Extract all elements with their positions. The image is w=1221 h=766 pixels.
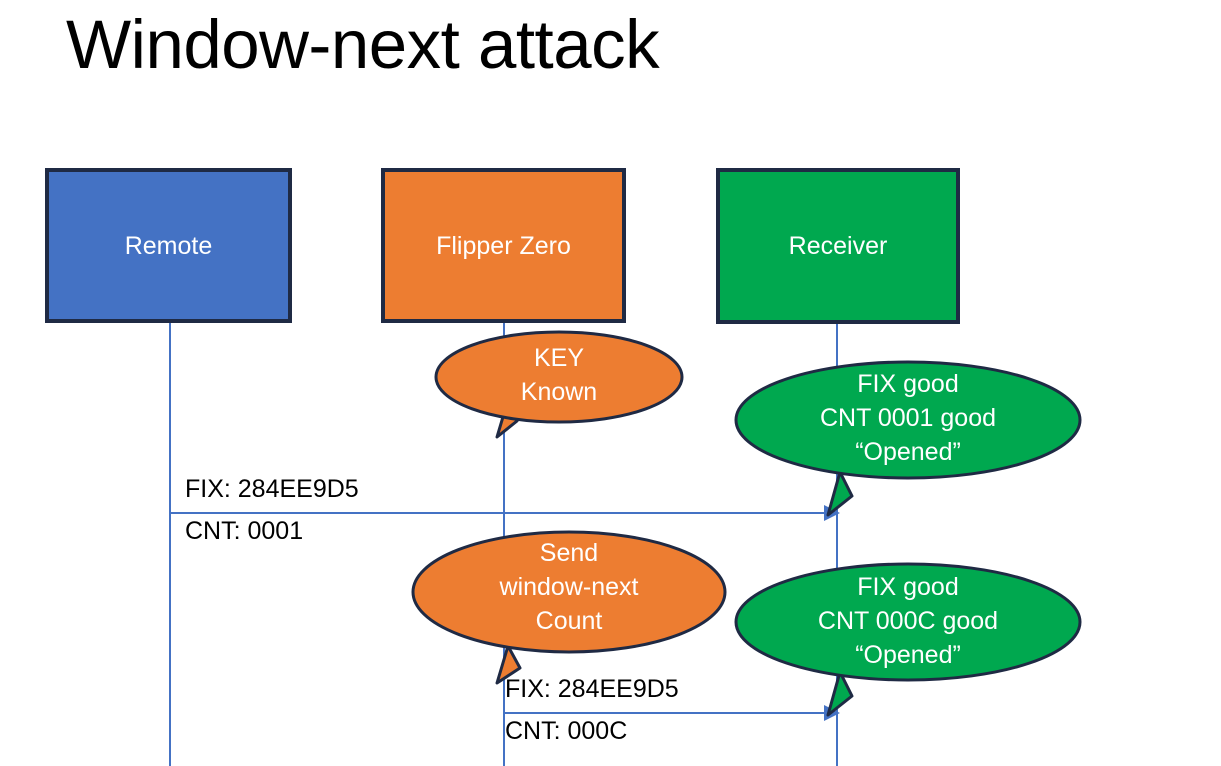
message-label-fix-2: FIX: 284EE9D5 (505, 675, 679, 703)
callout-body-receiver-ok-000C (734, 562, 1082, 682)
callout-key-known[interactable] (434, 330, 684, 439)
callout-tail-send-window-next (495, 644, 522, 685)
callout-body-key-known (434, 330, 684, 424)
callout-line: CNT 000C good (817, 607, 999, 635)
actor-box-remote[interactable] (45, 168, 292, 323)
callout-receiver-ok-0001[interactable] (734, 360, 1082, 517)
message-label-cnt-2: CNT: 000C (505, 717, 628, 745)
page-title: Window-next attack (66, 6, 660, 83)
callout-line: “Opened” (855, 438, 961, 466)
callout-line: Known (520, 378, 598, 406)
callout-line: window-next (499, 573, 639, 601)
actor-label-receiver: Receiver (788, 232, 888, 260)
actor-label-flipper: Flipper Zero (436, 232, 571, 260)
actor-label-remote: Remote (124, 232, 213, 260)
actor-box-flipper[interactable] (381, 168, 626, 323)
callout-line: Count (535, 607, 603, 635)
callout-text-key-known: KEY Known (436, 341, 682, 409)
callout-text-receiver-ok-0001: FIX good CNT 0001 good “Opened” (736, 367, 1080, 469)
callout-body-send-window-next (411, 530, 727, 654)
callout-text-receiver-ok-000C: FIX good CNT 000C good “Opened” (736, 570, 1080, 672)
callout-body-receiver-ok-0001 (734, 360, 1082, 480)
callout-line: Send (539, 539, 599, 567)
message-label-fix-1: FIX: 284EE9D5 (185, 475, 359, 503)
actor-box-receiver[interactable] (716, 168, 960, 324)
callout-line: CNT 0001 good (819, 404, 997, 432)
callout-text-send-window-next: Send window-next Count (413, 536, 725, 638)
callout-send-window-next[interactable] (411, 530, 727, 685)
callout-tail-receiver-ok-0001 (826, 470, 854, 517)
callout-line: “Opened” (855, 641, 961, 669)
callout-line: FIX good (857, 370, 959, 398)
callout-tail-receiver-ok-000C (826, 670, 854, 717)
callout-line: FIX good (857, 573, 959, 601)
callout-line: KEY (533, 344, 585, 372)
callout-receiver-ok-000C[interactable] (734, 562, 1082, 717)
message-label-cnt-1: CNT: 0001 (185, 517, 304, 545)
